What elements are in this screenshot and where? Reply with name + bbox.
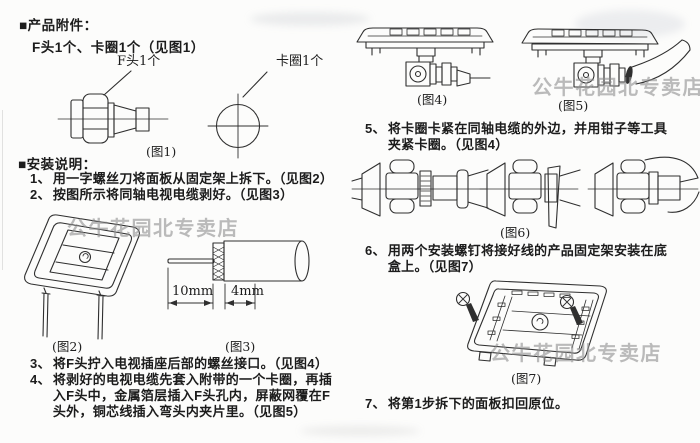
fig5-caption: (图5) <box>558 98 589 113</box>
fig4-socket-drawing <box>356 27 494 87</box>
fig5-socket-cable-drawing <box>521 28 691 88</box>
step-number: 7、 <box>365 396 386 411</box>
scan-smudge <box>250 12 370 26</box>
accessories-list-line: F头1个、卡圈1个（见图1） <box>32 40 205 55</box>
accessories-header: ■产品附件： <box>19 18 98 33</box>
step-text: 将剥好的电视电缆先套入附带的一个卡圈，再插入F头中，金属箔层插入F头孔内，屏蔽网… <box>52 372 333 419</box>
fig1-caption: (图1) <box>146 144 177 159</box>
watermark-stamp: 公牛花园北专卖店 <box>532 77 700 99</box>
install-step-5: 5、 将卡圈卡紧在同轴电缆的外边，并用钳子等工具夹紧卡圈。（见图4） <box>365 121 669 153</box>
scan-smudge <box>300 426 420 436</box>
step-text: 将卡圈卡紧在同轴电缆的外边，并用钳子等工具夹紧卡圈。（见图4） <box>387 121 668 152</box>
fig6-crimp-sub2-drawing <box>479 159 581 229</box>
scan-smudge <box>575 10 685 38</box>
install-step-3: 3、 将F头拧入电视插座后部的螺丝接口。（见图4） <box>30 356 328 372</box>
step-number: 5、 <box>365 121 386 136</box>
install-step-7: 7、 将第1步拆下的面板扣回原位。 <box>365 396 568 412</box>
fig6-crimp-sub3-drawing <box>587 156 700 217</box>
fig6-caption: (图6) <box>500 225 531 240</box>
install-step-6: 6、 用两个安装螺钉将接好线的产品固定架安装在底盒上。（见图7） <box>365 243 669 275</box>
scan-edge-artifact <box>2 110 3 270</box>
step-text: 将F头拧入电视插座后部的螺丝接口。（见图4） <box>52 356 329 371</box>
step-number: 6、 <box>365 243 386 258</box>
fig2-caption: (图2) <box>52 339 83 354</box>
fig3-caption: (图3) <box>225 339 256 354</box>
step-number: 2、 <box>30 187 51 202</box>
clamp-ring-callout-label: 卡圈1个 <box>276 54 324 69</box>
fig1-clamp-ring-drawing <box>207 71 269 159</box>
step-text: 将第1步拆下的面板扣回原位。 <box>387 396 569 411</box>
watermark-stamp: 公牛花园北专卖店 <box>490 343 662 365</box>
dimension-label-10mm: 10mm <box>172 284 214 299</box>
step-number: 1、 <box>30 171 51 186</box>
install-step-2: 2、 按图所示将同轴电视电缆剥好。（见图3） <box>30 187 293 203</box>
install-step-1: 1、 用一字螺丝刀将面板从固定架上拆下。（见图2） <box>30 171 333 187</box>
fig7-mounting-frame-drawing <box>455 280 607 367</box>
f-head-callout-label: F头1个 <box>117 54 161 69</box>
dimension-arrowheads <box>169 300 254 306</box>
step-number: 4、 <box>30 372 51 387</box>
step-text: 用一字螺丝刀将面板从固定架上拆下。（见图2） <box>52 171 334 186</box>
fig7-caption: (图7) <box>511 371 542 386</box>
fig2-faceplate-drawing <box>24 214 140 340</box>
fig1-f-connector-drawing <box>57 70 169 144</box>
fig4-caption: (图4) <box>417 92 448 107</box>
step-text: 按图所示将同轴电视电缆剥好。（见图3） <box>52 187 294 202</box>
step-number: 3、 <box>30 356 51 371</box>
step-text: 用两个安装螺钉将接好线的产品固定架安装在底盒上。（见图7） <box>387 243 668 274</box>
install-step-4: 4、 将剥好的电视电缆先套入附带的一个卡圈，再插入F头中，金属箔层插入F头孔内，… <box>30 372 334 420</box>
dimension-label-4mm: 4mm <box>231 284 264 299</box>
fig3-stripped-cable-drawing <box>167 240 310 310</box>
install-header: ■安装说明： <box>18 157 97 172</box>
watermark-stamp: 公牛花园北专卖店 <box>67 218 239 240</box>
fig6-crimp-sub1-drawing <box>351 159 489 217</box>
